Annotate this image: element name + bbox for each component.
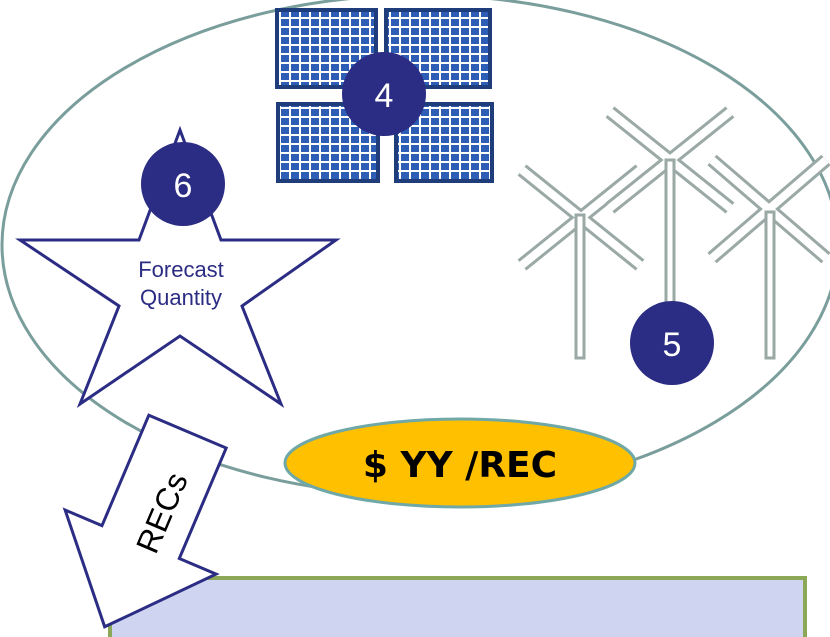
star-icon [15, 125, 341, 408]
badge-solar: 4 [342, 52, 426, 136]
badge-star-number: 6 [174, 167, 193, 205]
price-label: $ YY /REC [363, 445, 557, 486]
star-label-line2: Quantity [140, 285, 222, 310]
bottom-panel [108, 576, 807, 637]
price-ellipse [283, 417, 637, 509]
badge-solar-number: 4 [375, 77, 394, 115]
star-label-line1: Forecast [138, 257, 224, 282]
badge-star: 6 [141, 142, 225, 226]
badge-wind-number: 5 [663, 326, 682, 364]
wind-turbines-icon [517, 106, 830, 360]
badge-wind: 5 [630, 301, 714, 385]
recs-arrow-icon [62, 413, 229, 629]
